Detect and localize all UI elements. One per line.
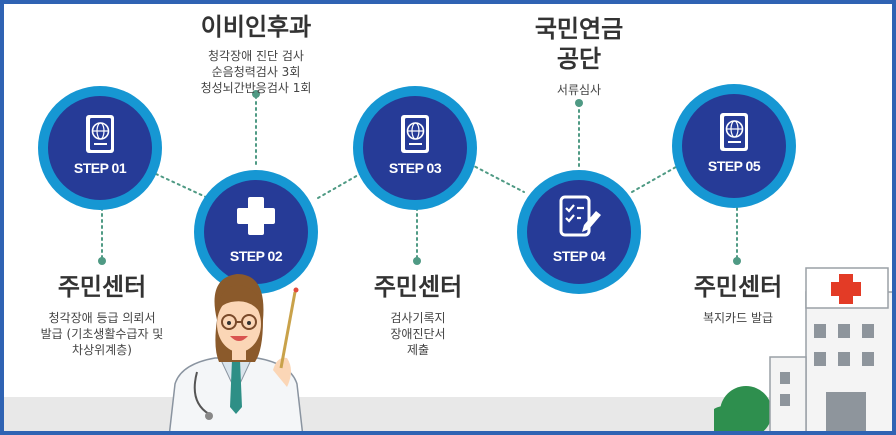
checklist-pen-icon [559,195,601,237]
step-04-circle: STEP 04 [517,170,641,294]
step-label: STEP 03 [388,160,442,176]
node-2-title: 이비인후과 [200,13,312,41]
node-2-desc: 청각장애 진단 검사 순음청력검사 3회 청성뇌간반응검사 1회 [200,49,312,95]
node-1-title: 주민센터 [57,273,147,301]
node-4-desc: 서류심사 [556,83,602,97]
step-05-circle: STEP 05 [672,84,796,208]
node-3-desc: 검사기록지 장애진단서 제출 [390,311,446,357]
step-01-circle: STEP 01 [38,86,162,210]
step-label: STEP 01 [73,160,127,176]
node-3-title: 주민센터 [373,273,463,301]
connector-lines [98,90,741,265]
plus-icon [237,197,275,235]
node-5-desc: 복지카드 발급 [702,311,774,325]
hospital-illustration [714,267,892,431]
dot-3 [413,257,421,265]
node-4-title: 국민연금 공단 [534,15,624,73]
node-1-desc: 청각장애 등급 의뢰서 발급 (기초생활수급자 및 차상위계층) [40,311,164,357]
dot-2 [252,90,260,98]
passport-icon [86,115,114,153]
connector-2-3 [317,173,361,199]
step-label: STEP 05 [707,158,761,174]
node-5-title: 주민센터 [693,273,783,301]
step-label: STEP 02 [229,248,283,264]
step-03-circle: STEP 03 [353,86,477,210]
passport-icon [401,115,429,153]
doctor-illustration [168,274,304,431]
connector-4-5 [631,166,677,193]
passport-icon [720,113,748,151]
step-02-circle: STEP 02 [194,170,318,294]
connector-1-2 [155,173,209,199]
dot-5 [733,257,741,265]
step-label: STEP 04 [552,248,606,264]
dot-1 [98,257,106,265]
dot-4 [575,99,583,107]
connector-3-4 [469,163,525,193]
